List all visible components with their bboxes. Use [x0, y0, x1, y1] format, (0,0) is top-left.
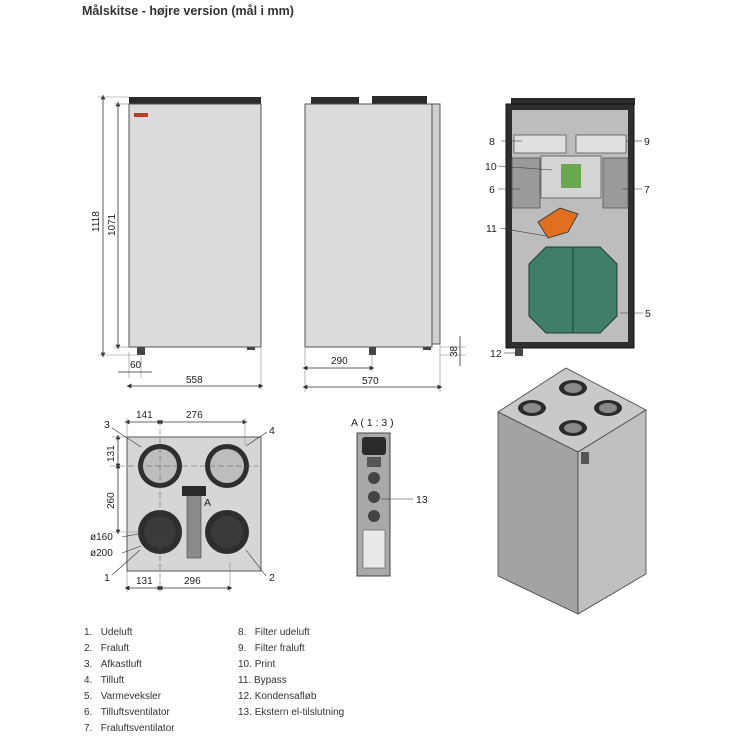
callout-1: 1	[104, 572, 110, 584]
dim-276: 276	[186, 410, 203, 421]
terminal-block	[362, 529, 386, 569]
callout-13: 13	[416, 494, 428, 506]
callout-4: 4	[269, 425, 275, 437]
dim-558: 558	[186, 375, 203, 386]
brand-logo	[134, 113, 148, 117]
callout-11: 11	[486, 223, 497, 235]
dim-141: 141	[136, 410, 153, 421]
power-socket	[362, 437, 386, 455]
legend-item-7: 7. Fraluftsventilator	[84, 723, 175, 734]
filter-fraluft	[575, 134, 627, 154]
point-a-label: A	[204, 497, 211, 509]
legend-item-12: 12. Kondensafløb	[238, 691, 317, 702]
dim-296: 296	[184, 576, 201, 587]
connector-3	[368, 510, 380, 522]
callout-7: 7	[644, 184, 650, 196]
connection-strip	[186, 489, 202, 559]
connector-1	[368, 472, 380, 484]
front-view: 1118 1071 60 558	[91, 94, 264, 390]
legend-item-1: 1. Udeluft	[84, 627, 133, 638]
dim-60: 60	[130, 360, 142, 371]
extract-fan	[602, 157, 629, 209]
callout-10: 10	[485, 161, 497, 173]
condensate-drain	[515, 348, 523, 356]
legend-item-9: 9. Filter fraluft	[238, 643, 305, 654]
print-board	[561, 164, 581, 188]
side-view: 290 570 38	[302, 96, 466, 392]
legend-item-3: 3. Afkastluft	[84, 659, 142, 670]
top-view: 141 276 131 260 ø160 ø200 131 296 3 4 1 …	[90, 410, 275, 592]
supply-fan	[511, 157, 541, 209]
isometric-view	[497, 367, 647, 615]
callout-5: 5	[645, 308, 651, 320]
legend-right: 8. Filter udeluft 9. Filter fraluft 10. …	[238, 625, 344, 721]
callout-6: 6	[489, 184, 495, 196]
detail-a-title: A ( 1 : 3 )	[351, 417, 394, 429]
filter-udeluft	[513, 134, 567, 154]
legend-item-8: 8. Filter udeluft	[238, 627, 310, 638]
dim-290: 290	[331, 356, 348, 367]
legend-item-4: 4. Tilluft	[84, 675, 125, 686]
page-title: Målskitse - højre version (mål i mm)	[82, 4, 294, 18]
dim-570: 570	[362, 376, 379, 387]
dim-260: 260	[106, 492, 117, 509]
callout-3: 3	[104, 419, 110, 431]
legend-item-13: 13. Ekstern el-tilslutning	[238, 707, 345, 718]
legend-item-2: 2. Fraluft	[84, 643, 130, 654]
legend-item-11: 11. Bypass	[238, 675, 287, 686]
dim-131-left: 131	[106, 445, 117, 462]
callout-2: 2	[269, 572, 275, 584]
dim-dia-200: ø200	[90, 548, 113, 559]
front-foot	[137, 347, 145, 355]
callout-9: 9	[644, 136, 650, 148]
legend-left: 1. Udeluft 2. Fraluft 3. Afkastluft 4. T…	[84, 625, 175, 737]
internal-view: 8 9 10 6 7 11 5 12	[485, 98, 651, 360]
duct-fraluft	[205, 510, 249, 554]
dim-38: 38	[449, 345, 460, 357]
legend-item-6: 6. Tilluftsventilator	[84, 707, 170, 718]
dim-131-bottom: 131	[136, 576, 153, 587]
dim-1118: 1118	[91, 211, 102, 232]
callout-12: 12	[490, 348, 502, 360]
dim-1071: 1071	[107, 213, 118, 236]
callout-8: 8	[489, 136, 495, 148]
dim-dia-160: ø160	[90, 532, 113, 543]
detail-a: A ( 1 : 3 ) 13	[351, 417, 428, 577]
bypass	[537, 207, 579, 239]
legend-item-5: 5. Varmeveksler	[84, 691, 162, 702]
legend-item-10: 10. Print	[238, 659, 276, 670]
connector-2	[368, 491, 380, 503]
